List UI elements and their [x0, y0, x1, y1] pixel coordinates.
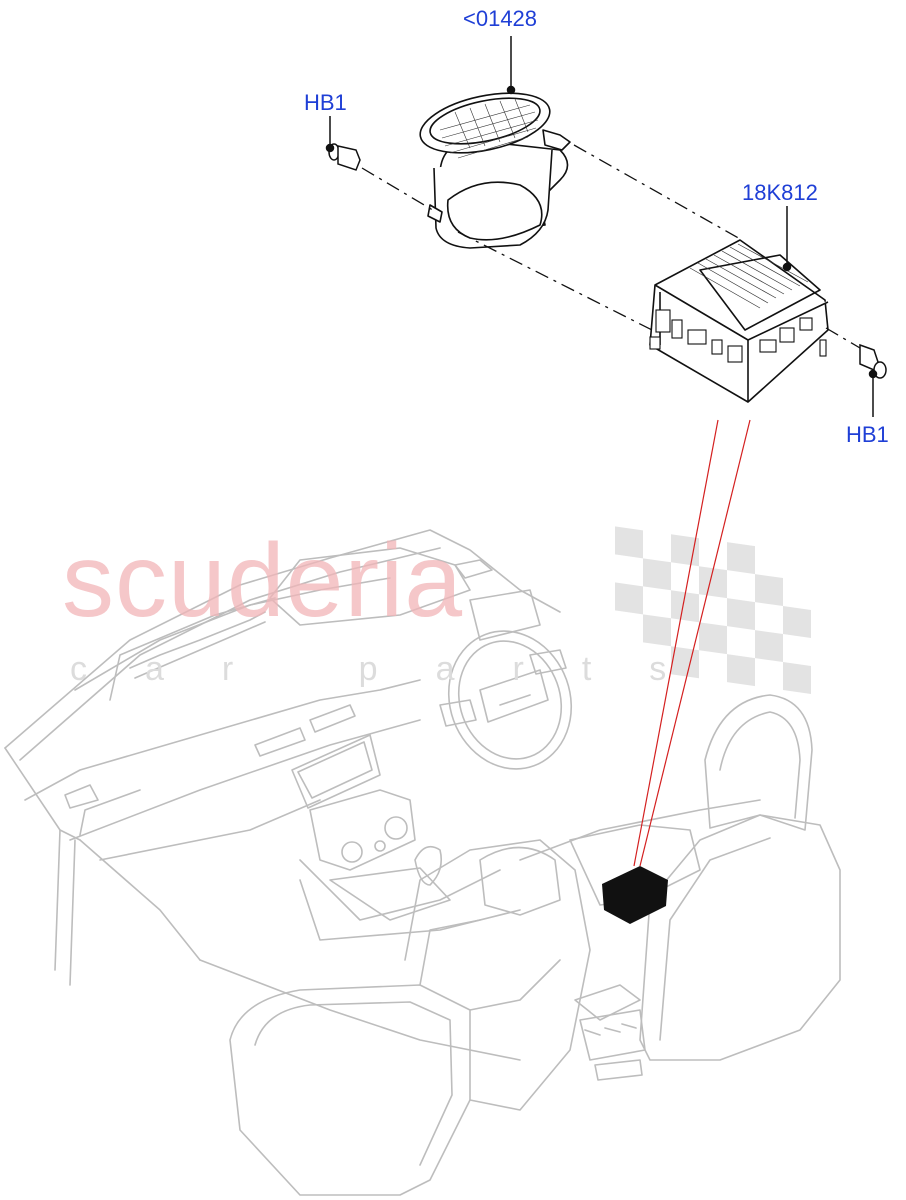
watermark-tagline-text: car parts	[70, 650, 724, 688]
checkered-flag-watermark	[615, 526, 811, 694]
vehicle-interior-illustration	[4, 529, 841, 1196]
watermark-brand-text: scuderia	[62, 523, 463, 639]
control-module-part	[649, 239, 829, 403]
speaker-grille-mesh	[439, 98, 539, 159]
callout-leaders	[325, 36, 878, 417]
control-module-fins	[689, 243, 809, 309]
callout-part-01428: <01428	[463, 6, 538, 31]
fastener-left	[328, 143, 361, 171]
callout-right-hb1: HB1	[846, 422, 889, 447]
locator-lines	[633, 419, 751, 867]
callout-module-18k812: 18K812	[742, 180, 818, 205]
callout-left-hb1: HB1	[304, 90, 347, 115]
speaker-housing-part	[419, 92, 571, 249]
module-location-block	[602, 866, 668, 924]
control-module-connectors	[649, 309, 827, 363]
assembly-lines	[361, 144, 861, 349]
